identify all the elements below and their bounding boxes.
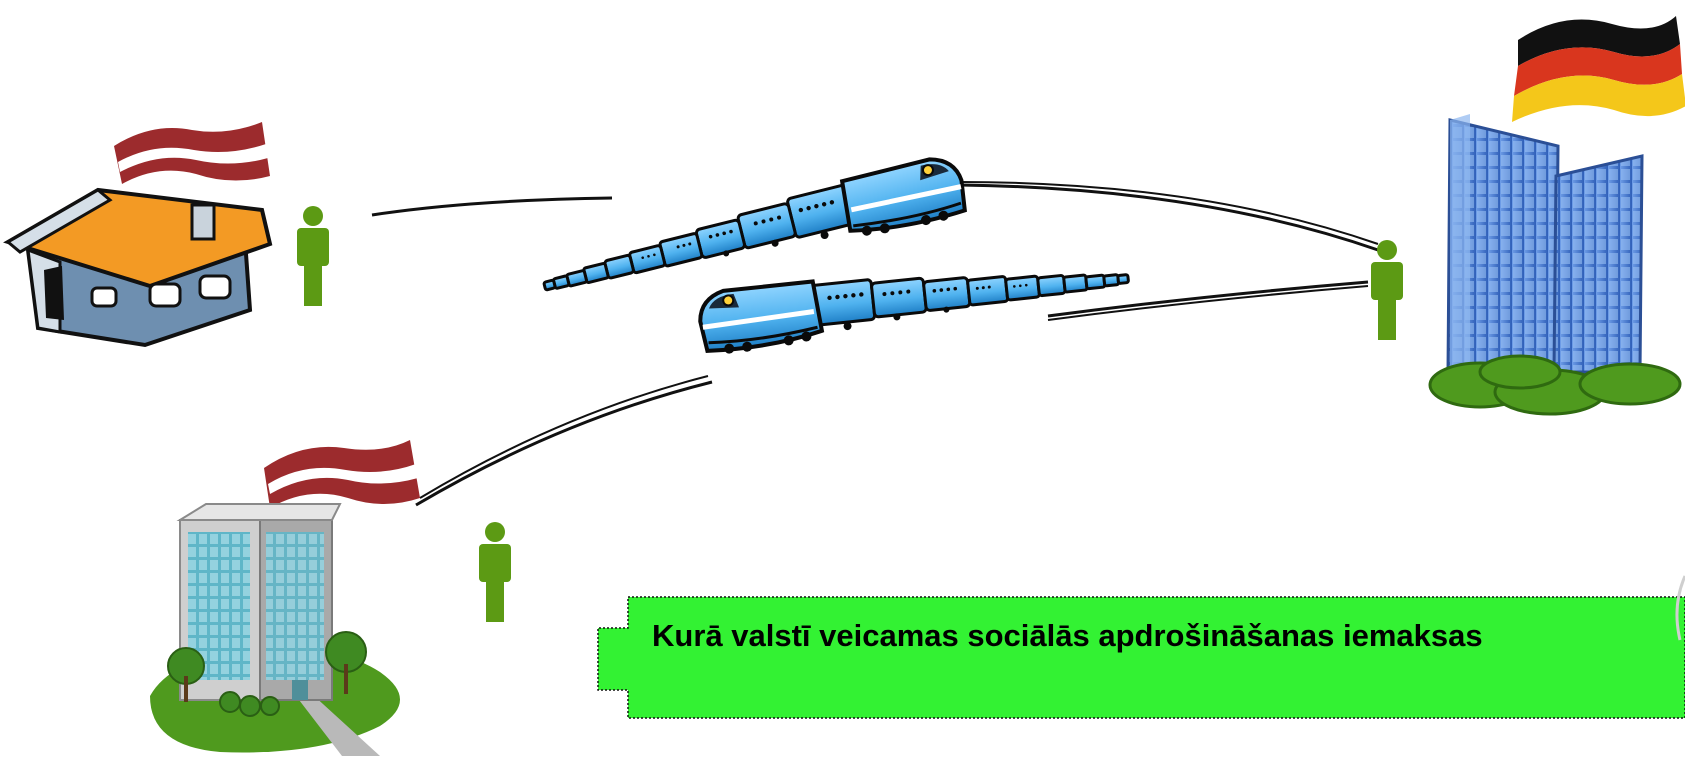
person-icon	[479, 522, 511, 622]
track-upper	[371, 181, 1379, 252]
office-building-icon	[150, 503, 400, 756]
house-icon	[3, 187, 273, 348]
question-text: Kurā valstī veicamas sociālās apdrošināš…	[652, 618, 1483, 653]
skyscrapers-icon	[1428, 114, 1682, 416]
track-lower	[415, 280, 1369, 507]
latvia-flag-icon	[264, 440, 420, 508]
person-icon	[297, 206, 329, 306]
germany-flag-icon	[1512, 16, 1685, 122]
latvia-flag-icon	[114, 122, 270, 184]
train-icon	[697, 249, 1131, 357]
person-icon	[1371, 240, 1403, 340]
question-banner	[597, 575, 1685, 719]
